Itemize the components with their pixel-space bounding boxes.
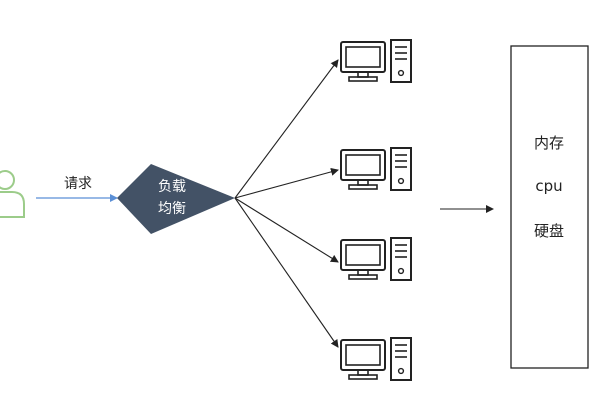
server-icon xyxy=(340,337,412,381)
arrow-to-server-4 xyxy=(234,197,339,348)
resource-memory: 内存 xyxy=(534,134,564,152)
resources-box: 内存 cpu 硬盘 xyxy=(510,45,589,369)
server-icon xyxy=(340,237,412,281)
arrow-to-server-3 xyxy=(234,197,339,263)
load-balancer-node: 负载 均衡 xyxy=(117,164,235,234)
user-icon xyxy=(0,170,25,218)
server-icon xyxy=(340,39,412,83)
resource-cpu: cpu xyxy=(535,177,562,195)
arrow-to-server-1 xyxy=(234,59,339,199)
server-icon xyxy=(340,147,412,191)
request-label: 请求 xyxy=(64,176,92,192)
load-balancer-label-line2: 均衡 xyxy=(158,201,186,217)
arrow-to-server-2 xyxy=(234,167,339,199)
load-balancer-label-line1: 负载 xyxy=(158,179,186,195)
resource-disk: 硬盘 xyxy=(534,222,564,240)
